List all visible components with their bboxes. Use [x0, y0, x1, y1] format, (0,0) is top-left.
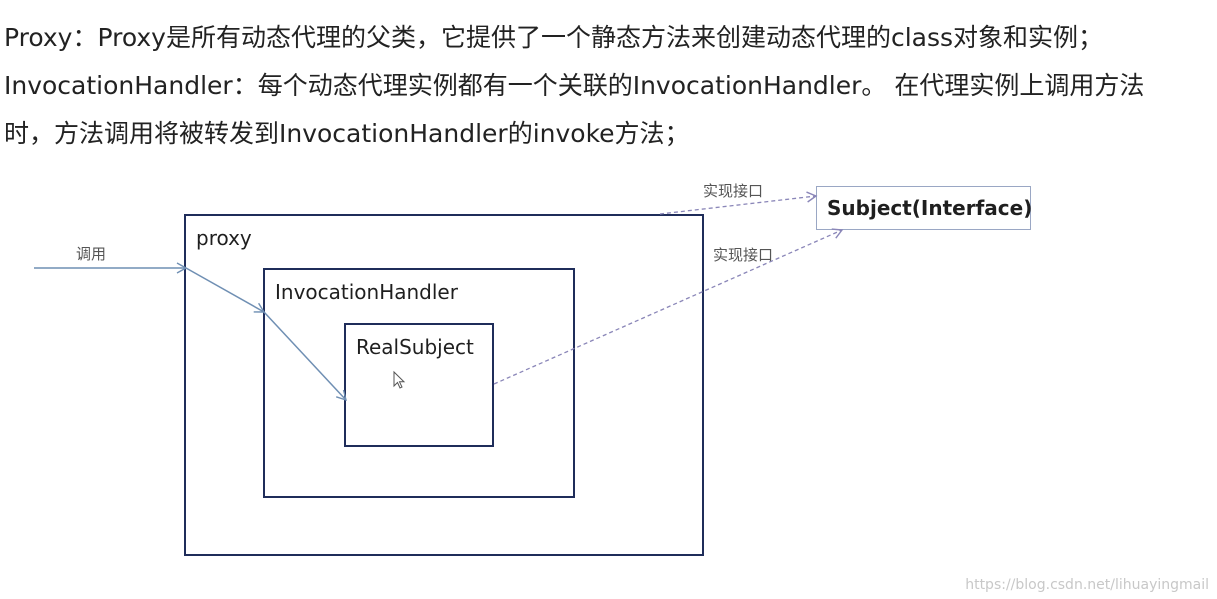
watermark: https://blog.csdn.net/lihuayingmail: [965, 577, 1209, 593]
subject-interface-box: Subject(Interface): [816, 186, 1033, 230]
intro-line-2: InvocationHandler：每个动态代理实例都有一个关联的Invocat…: [4, 71, 1145, 100]
invocation-handler-box: InvocationHandler: [263, 268, 575, 498]
subject-interface-label: Subject(Interface): [827, 196, 1033, 220]
intro-line-1: Proxy：Proxy是所有动态代理的父类，它提供了一个静态方法来创建动态代理的…: [4, 23, 1104, 52]
proxy-implements-arrow: [659, 191, 818, 215]
call-arrow-into-realsubject: [263, 311, 347, 402]
implements-label-realsubject: 实现接口: [713, 246, 774, 264]
proxy-box: proxy: [184, 214, 704, 556]
real-subject-label: RealSubject: [356, 335, 474, 359]
call-arrow-into-handler: [185, 267, 266, 313]
mouse-cursor-icon: [393, 370, 406, 389]
intro-text: Proxy：Proxy是所有动态代理的父类，它提供了一个静态方法来创建动态代理的…: [4, 14, 1204, 158]
implements-label-proxy: 实现接口: [703, 182, 764, 200]
invocation-handler-label: InvocationHandler: [275, 280, 458, 304]
proxy-label: proxy: [196, 226, 252, 250]
call-label: 调用: [76, 245, 107, 263]
realsubject-implements-arrow: [493, 228, 844, 385]
intro-line-3: 时，方法调用将被转发到InvocationHandler的invoke方法；: [4, 119, 690, 148]
real-subject-box: RealSubject: [344, 323, 494, 447]
